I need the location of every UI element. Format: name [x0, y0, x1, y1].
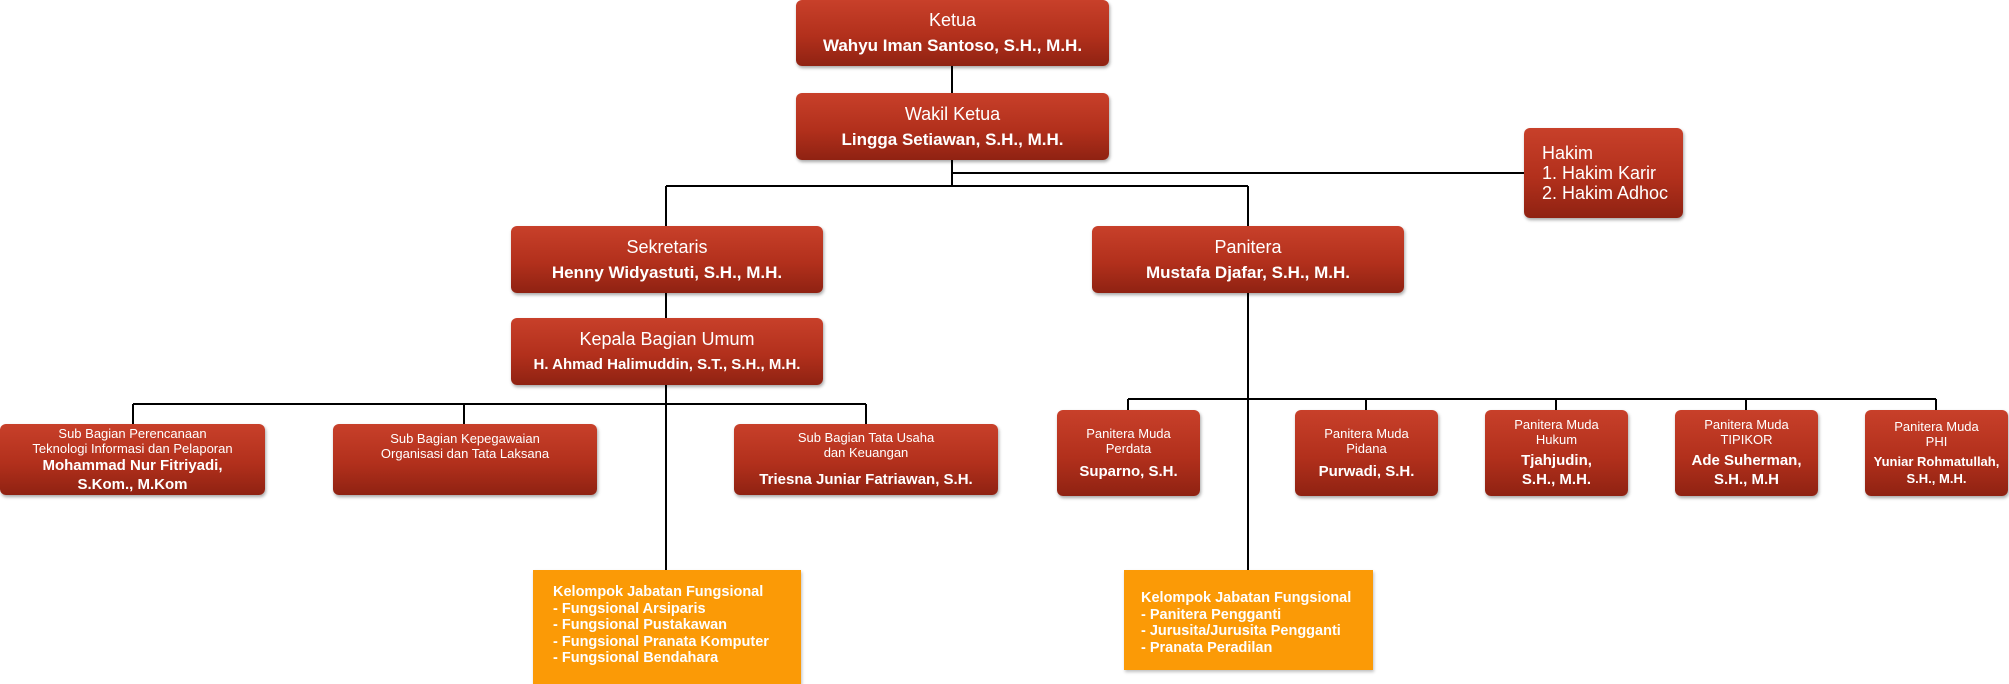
- panmud-phi-box: Panitera Muda PHI Yuniar Rohmatullah, S.…: [1865, 410, 2008, 496]
- fungsional-panitera-box: Kelompok Jabatan Fungsional - Panitera P…: [1124, 570, 1373, 670]
- panmud-hukum-title-2: Hukum: [1535, 432, 1578, 447]
- subbag-kepegawaian-title-2: Organisasi dan Tata Laksana: [380, 446, 550, 461]
- panmud-hukum-box: Panitera Muda Hukum Tjahjudin, S.H., M.H…: [1485, 410, 1628, 496]
- panmud-perdata-box: Panitera Muda Perdata Suparno, S.H.: [1057, 410, 1200, 496]
- panmud-tipikor-name-1: Ade Suherman,: [1691, 452, 1802, 469]
- wakil-ketua-title: Wakil Ketua: [904, 103, 1001, 124]
- panmud-tipikor-name-2: S.H., M.H: [1713, 471, 1779, 488]
- panmud-tipikor-title-2: TIPIKOR: [1720, 432, 1773, 447]
- hakim-item-karir: 1. Hakim Karir: [1542, 163, 1657, 183]
- kabag-umum-box: Kepala Bagian Umum H. Ahmad Halimuddin, …: [511, 318, 823, 385]
- subbag-tata-usaha-name: Triesna Juniar Fatriawan, S.H.: [759, 471, 973, 488]
- panmud-perdata-name: Suparno, S.H.: [1079, 462, 1178, 480]
- kabag-umum-title: Kepala Bagian Umum: [579, 328, 755, 349]
- fungsional-sekretaris-item: - Fungsional Bendahara: [553, 650, 719, 666]
- ketua-title: Ketua: [928, 10, 977, 30]
- sekretaris-title: Sekretaris: [626, 236, 708, 257]
- subbag-perencanaan-name-2: S.Kom., M.Kom: [77, 475, 188, 493]
- panmud-pidana-box: Panitera Muda Pidana Purwadi, S.H.: [1295, 410, 1438, 496]
- panmud-hukum-name-1: Tjahjudin,: [1521, 452, 1592, 469]
- fungsional-sekretaris-item: - Fungsional Pustakawan: [553, 617, 728, 633]
- fungsional-sekretaris-box: Kelompok Jabatan Fungsional - Fungsional…: [533, 570, 801, 684]
- subbag-kepegawaian-title-1: Sub Bagian Kepegawaian: [390, 431, 540, 446]
- subbag-tata-usaha-title-1: Sub Bagian Tata Usaha: [797, 430, 935, 445]
- subbag-kepegawaian-box: Sub Bagian Kepegawaian Organisasi dan Ta…: [333, 424, 597, 495]
- panitera-name: Mustafa Djafar, S.H., M.H.: [1145, 262, 1351, 282]
- fungsional-sekretaris-heading: Kelompok Jabatan Fungsional: [553, 584, 764, 600]
- subbag-perencanaan-title-2: Teknologi Informasi dan Pelaporan: [32, 440, 233, 456]
- hakim-title: Hakim: [1542, 143, 1594, 163]
- panmud-perdata-title-2: Perdata: [1105, 440, 1152, 456]
- panmud-tipikor-box: Panitera Muda TIPIKOR Ade Suherman, S.H.…: [1675, 410, 1818, 496]
- fungsional-sekretaris-item: - Fungsional Arsiparis: [553, 600, 706, 617]
- panmud-pidana-title-2: Pidana: [1346, 440, 1387, 456]
- fungsional-panitera-item: - Jurusita/Jurusita Pengganti: [1141, 623, 1341, 639]
- fungsional-panitera-item: - Panitera Pengganti: [1141, 606, 1282, 623]
- panmud-phi-name-2: S.H., M.H.: [1906, 471, 1967, 486]
- subbag-perencanaan-name-1: Mohammad Nur Fitriyadi,: [42, 456, 223, 474]
- subbag-tata-usaha-title-2: dan Keuangan: [823, 445, 909, 460]
- ketua-box: Ketua Wahyu Iman Santoso, S.H., M.H.: [796, 0, 1109, 66]
- panmud-pidana-name: Purwadi, S.H.: [1318, 462, 1415, 480]
- sekretaris-box: Sekretaris Henny Widyastuti, S.H., M.H.: [511, 226, 823, 293]
- subbag-perencanaan-box: Sub Bagian Perencanaan Teknologi Informa…: [0, 424, 265, 495]
- hakim-box: Hakim 1. Hakim Karir 2. Hakim Adhoc: [1524, 128, 1683, 218]
- panitera-title: Panitera: [1214, 236, 1282, 257]
- fungsional-panitera-item: - Pranata Peradilan: [1141, 639, 1273, 656]
- subbag-tata-usaha-box: Sub Bagian Tata Usaha dan Keuangan Tries…: [734, 424, 998, 495]
- ketua-name: Wahyu Iman Santoso, S.H., M.H.: [822, 36, 1083, 55]
- hakim-item-adhoc: 2. Hakim Adhoc: [1542, 183, 1669, 203]
- kabag-umum-name: H. Ahmad Halimuddin, S.T., S.H., M.H.: [533, 355, 801, 373]
- fungsional-sekretaris-item: - Fungsional Pranata Komputer: [553, 633, 769, 650]
- wakil-ketua-box: Wakil Ketua Lingga Setiawan, S.H., M.H.: [796, 93, 1109, 160]
- subbag-perencanaan-title-1: Sub Bagian Perencanaan: [58, 425, 207, 441]
- panitera-box: Panitera Mustafa Djafar, S.H., M.H.: [1092, 226, 1404, 293]
- panmud-phi-name-1: Yuniar Rohmatullah,: [1873, 454, 2000, 469]
- panmud-phi-title-2: PHI: [1925, 434, 1948, 449]
- panmud-hukum-name-2: S.H., M.H.: [1521, 471, 1592, 488]
- fungsional-panitera-heading: Kelompok Jabatan Fungsional: [1141, 590, 1352, 606]
- panmud-phi-title-1: Panitera Muda: [1894, 419, 1979, 434]
- panmud-pidana-title-1: Panitera Muda: [1324, 425, 1409, 441]
- wakil-ketua-name: Lingga Setiawan, S.H., M.H.: [841, 129, 1064, 149]
- sekretaris-name: Henny Widyastuti, S.H., M.H.: [551, 262, 783, 282]
- panmud-tipikor-title-1: Panitera Muda: [1704, 417, 1789, 432]
- panmud-perdata-title-1: Panitera Muda: [1086, 425, 1171, 441]
- panmud-hukum-title-1: Panitera Muda: [1514, 417, 1599, 432]
